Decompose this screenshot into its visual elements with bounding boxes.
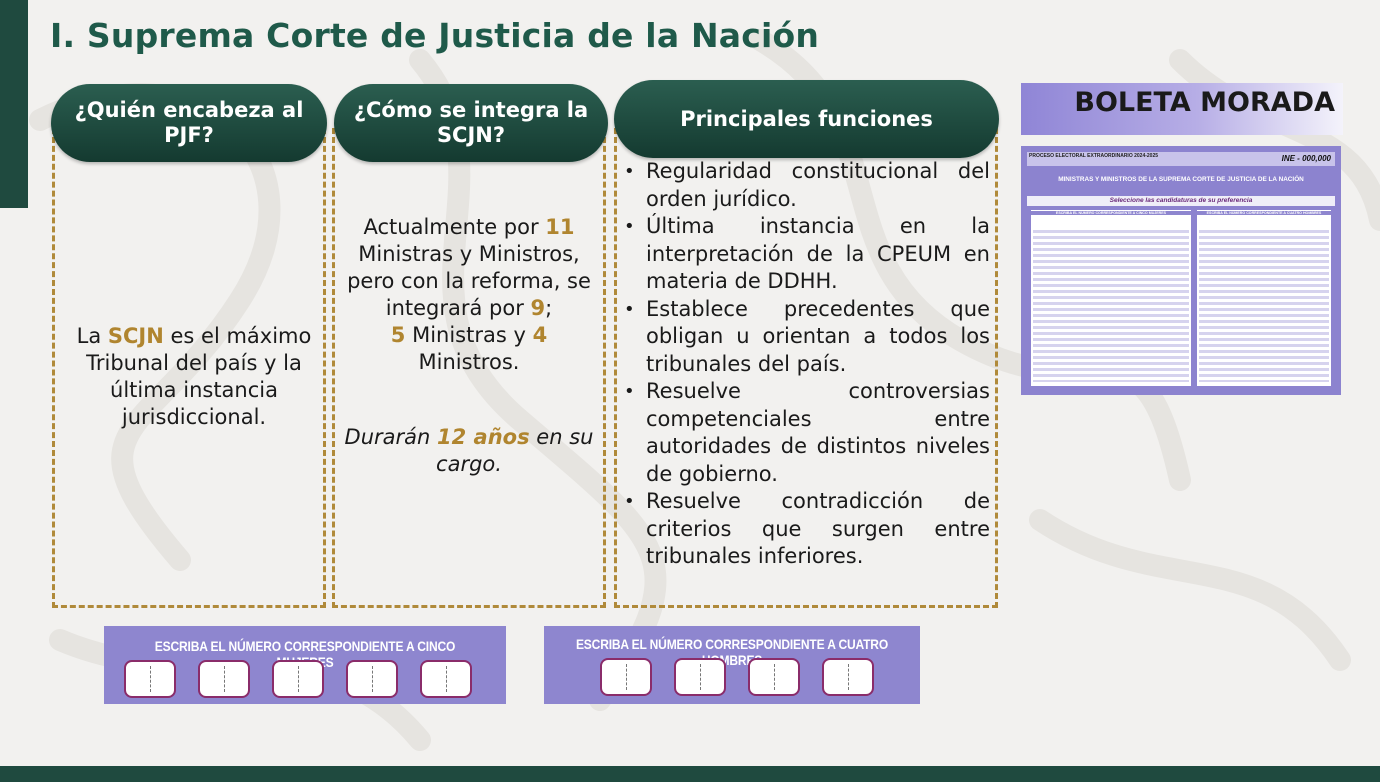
men-vote-panel: ESCRIBA EL NÚMERO CORRESPONDIENTE A CUAT… xyxy=(544,626,920,704)
women-vote-panel: ESCRIBA EL NÚMERO CORRESPONDIENTE A CINC… xyxy=(104,626,506,704)
bottom-accent-bar xyxy=(0,766,1380,782)
ballot-sub: Seleccione las candidaturas de su prefer… xyxy=(1109,197,1253,204)
quien-scjn: SCJN xyxy=(107,324,164,348)
ballot-id: INE - 000,000 xyxy=(1281,154,1331,163)
women-number-box-2[interactable] xyxy=(198,660,250,698)
ballot-sub-bar: Seleccione las candidaturas de su prefer… xyxy=(1027,196,1335,206)
ballot-rows-right xyxy=(1199,230,1329,382)
como-heading: ¿Cómo se integra la SCJN? xyxy=(334,84,608,162)
quien-text-3: es el máximo Tribunal del país y la últi… xyxy=(86,324,312,429)
ballot-top-strip: PROCESO ELECTORAL EXTRAORDINARIO 2024-20… xyxy=(1027,152,1335,166)
boleta-title: BOLETA MORADA xyxy=(1074,87,1335,118)
list-item: •Resuelve controversias competenciales e… xyxy=(624,379,990,486)
women-number-box-3[interactable] xyxy=(272,660,324,698)
ballot-left-list: ESCRIBA EL NÚMERO CORRESPONDIENTE A CINC… xyxy=(1031,210,1191,386)
quien-text: La SCJN es el máximo Tribunal del país y… xyxy=(62,323,326,431)
women-number-box-1[interactable] xyxy=(124,660,176,698)
women-number-box-4[interactable] xyxy=(346,660,398,698)
funcion-text: Establece precedentes que obligan u orie… xyxy=(646,296,990,376)
como-a3: Ministras y Ministros, pero con la refor… xyxy=(347,242,591,320)
ballot-image: PROCESO ELECTORAL EXTRAORDINARIO 2024-20… xyxy=(1021,146,1341,395)
como-a4: 9 xyxy=(530,296,546,320)
men-number-box-2[interactable] xyxy=(674,658,726,696)
ballot-rows-left xyxy=(1033,230,1189,382)
como-a2: 11 xyxy=(545,215,575,239)
ballot-heading: MINISTRAS Y MINISTROS DE LA SUPREMA CORT… xyxy=(1058,176,1304,183)
men-number-box-1[interactable] xyxy=(600,658,652,696)
ballot-right-list: ESCRIBA EL NÚMERO CORRESPONDIENTE A CUAT… xyxy=(1197,210,1331,386)
funcion-text: Regularidad constitucional del orden jur… xyxy=(646,159,990,211)
left-accent-bar xyxy=(0,0,28,208)
list-item: •Regularidad constitucional del orden ju… xyxy=(624,159,990,211)
funcion-text: Última instancia en la interpretación de… xyxy=(646,214,990,293)
como-c2: 12 años xyxy=(437,425,530,449)
boleta-header: BOLETA MORADA xyxy=(1021,83,1343,135)
ballot-left-col-label: ESCRIBA EL NÚMERO CORRESPONDIENTE A CINC… xyxy=(1031,211,1191,215)
quien-heading: ¿Quién encabeza al PJF? xyxy=(51,84,327,162)
list-item: •Resuelve contradicción de criterios que… xyxy=(624,489,990,568)
page-title: I. Suprema Corte de Justicia de la Nació… xyxy=(50,16,820,55)
como-a5: ; xyxy=(545,296,553,320)
funciones-heading: Principales funciones xyxy=(614,80,999,158)
como-text: Actualmente por 11 Ministras y Ministros… xyxy=(342,214,596,478)
quien-text-1: La xyxy=(76,324,108,348)
men-number-box-4[interactable] xyxy=(822,658,874,696)
men-vote-label: ESCRIBA EL NÚMERO CORRESPONDIENTE A CUAT… xyxy=(575,636,889,668)
como-a1: Actualmente por xyxy=(363,215,546,239)
list-item: •Establece precedentes que obligan u ori… xyxy=(624,296,990,376)
como-b1: 5 xyxy=(390,323,406,347)
list-item: •Última instancia en la interpretación d… xyxy=(624,214,990,293)
como-b4: Ministros. xyxy=(418,350,520,374)
funcion-text: Resuelve contradicción de criterios que … xyxy=(646,489,990,568)
como-c1: Durarán xyxy=(344,425,438,449)
ballot-right-col-label: ESCRIBA EL NÚMERO CORRESPONDIENTE A CUAT… xyxy=(1197,211,1331,215)
como-b2: Ministras y xyxy=(405,323,533,347)
ballot-heading-small: PROCESO ELECTORAL EXTRAORDINARIO 2024-20… xyxy=(1029,153,1159,159)
como-c3: en su cargo. xyxy=(436,425,594,476)
men-number-box-3[interactable] xyxy=(748,658,800,696)
como-b3: 4 xyxy=(532,323,548,347)
funciones-list: •Regularidad constitucional del orden ju… xyxy=(624,158,990,571)
women-number-box-5[interactable] xyxy=(420,660,472,698)
funcion-text: Resuelve controversias competenciales en… xyxy=(646,379,990,486)
